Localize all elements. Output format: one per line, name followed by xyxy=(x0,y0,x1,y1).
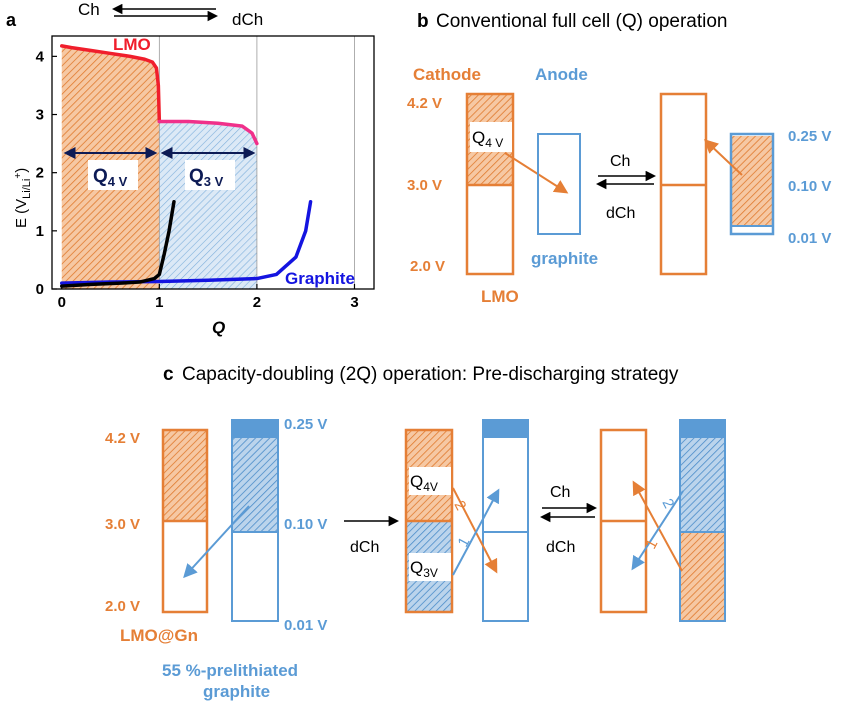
y-tick-label-1: 1 xyxy=(36,223,44,240)
q3-label: Q3 V xyxy=(189,166,224,189)
b-voltage-0-25: 0.25 V xyxy=(788,128,831,145)
b-graphite-label: graphite xyxy=(531,249,598,268)
panel-b: b Conventional full cell (Q) operation C… xyxy=(407,11,831,306)
b-charge-li-arrow xyxy=(703,139,743,176)
graphite-curve-label: Graphite xyxy=(285,269,355,288)
c-ch-label: Ch xyxy=(550,484,570,501)
c-dch-label: dCh xyxy=(546,539,575,556)
x-tick-label-3: 3 xyxy=(350,294,358,311)
b-voltage-2-0: 2.0 V xyxy=(410,258,445,275)
plot-frame xyxy=(51,35,375,290)
anode-label: Anode xyxy=(535,65,588,84)
c2-q4-label-bg xyxy=(409,467,451,495)
c2-step1-number: 1 xyxy=(455,535,474,550)
chart-gridlines xyxy=(158,36,355,289)
panel-a: a Ch dCh 0 1 2 3 0 1 2 3 4 LMO Graphite Q4 V Q3 … xyxy=(6,0,375,337)
c-prelithiated-label-line1: 55 %-prelithiated xyxy=(162,661,298,680)
c3-anode-top-band xyxy=(680,420,725,438)
lmo-curve xyxy=(60,44,162,124)
y-tick-label-0: 0 xyxy=(36,281,44,298)
c3-anode-q3-region xyxy=(680,438,725,532)
cathode-label: Cathode xyxy=(413,65,481,84)
b-q4-label: Q4 V xyxy=(472,128,503,150)
y-tick-label-4: 4 xyxy=(36,48,45,65)
y-tick-label-3: 3 xyxy=(36,107,44,124)
c-lmo-gn-label: LMO@Gn xyxy=(120,626,198,645)
c1-cathode-charged-region xyxy=(163,430,207,521)
b-discharge-arrow xyxy=(504,152,569,194)
c-voltage-0-10: 0.10 V xyxy=(284,516,327,533)
lmo-curve-label: LMO xyxy=(113,35,151,54)
b-voltage-4-2: 4.2 V xyxy=(407,95,442,112)
b-voltage-3-0: 3.0 V xyxy=(407,177,442,194)
c3-step2-arrow xyxy=(632,480,683,572)
y-tick-label-2: 2 xyxy=(36,165,44,182)
c2-step2-arrow xyxy=(452,487,498,574)
c3-anode-column xyxy=(679,419,726,622)
x-axis-label: Q xyxy=(212,318,225,337)
q3-label-bg xyxy=(185,160,235,190)
b-anode-column xyxy=(537,133,581,235)
panel-c: c Capacity-doubling (2Q) operation: Pre-… xyxy=(105,364,726,701)
b-ch-label: Ch xyxy=(610,153,630,170)
top-ch-label: Ch xyxy=(78,0,100,19)
c2-q4-label: Q4V xyxy=(410,472,438,494)
c-voltage-2-0: 2.0 V xyxy=(105,598,140,615)
y-axis-label: E (VLi/Li+) xyxy=(13,168,33,228)
q4-label: Q4 V xyxy=(93,166,128,189)
b-q4-label-bg xyxy=(470,122,512,152)
x-tick-label-1: 1 xyxy=(155,294,163,311)
panel-a-label: a xyxy=(6,10,17,30)
c1-anode-column xyxy=(231,419,279,622)
chart-series xyxy=(60,44,313,288)
c-voltage-4-2: 4.2 V xyxy=(105,430,140,447)
c2-q3-label: Q3V xyxy=(410,558,438,580)
top-dch-label: dCh xyxy=(232,10,263,29)
c2-q3-label-bg xyxy=(409,553,451,581)
c1-prelithiation-arrow xyxy=(183,505,250,579)
c1-anode-top-band xyxy=(232,420,278,438)
b-voltage-0-10: 0.10 V xyxy=(788,178,831,195)
panel-c-label: c xyxy=(163,364,174,385)
b-lmo-label: LMO xyxy=(481,287,519,306)
panel-b-title: Conventional full cell (Q) operation xyxy=(436,11,728,32)
b-anode-charged-region xyxy=(731,136,773,226)
c-voltage-0-25: 0.25 V xyxy=(284,416,327,433)
c2-step1-arrow xyxy=(452,488,500,576)
c2-step2-number: 2 xyxy=(450,498,469,513)
axis-ticks: 0 1 2 3 0 1 2 3 4 xyxy=(36,48,359,311)
c2-anode-top-band xyxy=(483,420,528,438)
lmo-3v-curve xyxy=(157,119,259,146)
x-tick-label-0: 0 xyxy=(58,294,66,311)
c2-anode-column xyxy=(482,419,529,622)
x-tick-label-2: 2 xyxy=(253,294,261,311)
panel-c-title: Capacity-doubling (2Q) operation: Pre-di… xyxy=(182,364,679,385)
c-voltage-0-01: 0.01 V xyxy=(284,617,327,634)
black-curve xyxy=(60,200,176,288)
panel-b-label: b xyxy=(417,11,429,32)
b-dch-label: dCh xyxy=(606,205,635,222)
b-anode-column-right xyxy=(729,132,775,236)
c3-anode-q4-region xyxy=(680,532,725,621)
c-pre-discharge-label: dCh xyxy=(350,539,379,556)
c-prelithiated-label-line2: graphite xyxy=(203,682,270,701)
c-voltage-3-0: 3.0 V xyxy=(105,516,140,533)
q4-label-bg xyxy=(88,160,138,190)
c3-step1-arrow xyxy=(631,490,684,571)
b-voltage-0-01: 0.01 V xyxy=(788,230,831,247)
c3-step2-number: 2 xyxy=(658,496,677,511)
